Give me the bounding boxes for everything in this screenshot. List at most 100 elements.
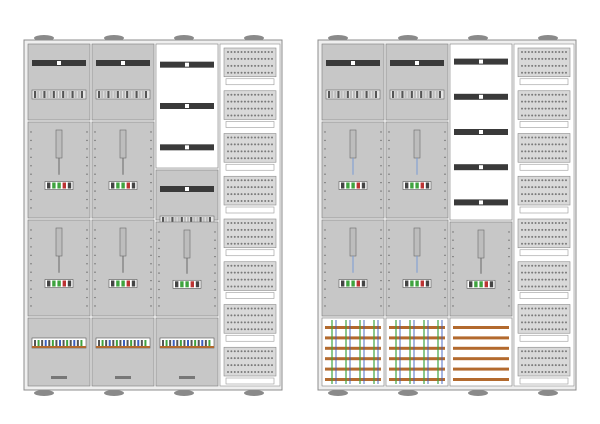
vent-hole — [257, 114, 260, 117]
mount-hole — [94, 207, 96, 209]
mount-hole — [214, 305, 216, 307]
vent-hole — [237, 64, 240, 67]
vent-hole — [247, 264, 250, 267]
busbar — [325, 357, 381, 361]
terminal — [69, 340, 72, 346]
mount-hole — [388, 237, 390, 240]
vent-hole — [230, 357, 233, 360]
vent-hole — [548, 150, 551, 153]
device-rail-field — [27, 43, 91, 121]
vent-hole — [521, 64, 523, 67]
vent-hole — [524, 136, 527, 139]
terminal-pin — [346, 280, 350, 287]
vent-hole — [554, 350, 557, 353]
terminal-field — [27, 317, 91, 387]
vent-hole — [541, 364, 544, 367]
vent-hole — [531, 114, 534, 117]
rail-clip — [185, 145, 189, 150]
vent-hole — [237, 228, 240, 231]
vent-grille — [517, 346, 571, 377]
vent-hole — [267, 371, 270, 373]
mount-hole — [388, 254, 390, 257]
vent-hole — [254, 136, 257, 139]
vent-hole — [524, 51, 527, 53]
vent-hole — [250, 235, 253, 238]
terminal — [137, 340, 140, 346]
breaker — [138, 91, 141, 98]
terminal-pin — [415, 182, 419, 189]
vent-hole — [227, 228, 229, 231]
breaker — [353, 91, 356, 98]
mount-hole — [388, 288, 390, 290]
mount-hole — [30, 229, 32, 231]
terminal-field — [91, 317, 155, 387]
breaker — [183, 217, 186, 224]
vent-hole — [257, 186, 260, 189]
mount-hole — [324, 173, 326, 175]
vent-hole — [554, 264, 557, 267]
vent-hole — [240, 57, 243, 60]
vent-hole — [260, 285, 263, 288]
vent-hole — [260, 307, 263, 310]
vent-hole — [531, 364, 534, 367]
vent-hole — [233, 357, 236, 360]
vent-hole — [233, 235, 236, 238]
vent-hole — [247, 307, 250, 310]
vent-hole — [565, 100, 567, 103]
mount-hole — [94, 139, 96, 142]
vent-hole — [561, 271, 564, 274]
mount-hole — [452, 255, 454, 258]
terminal-pin — [116, 182, 120, 189]
vent-hole — [230, 114, 233, 117]
vent-hole — [271, 150, 273, 153]
vent-hole — [260, 150, 263, 153]
vent-hole — [254, 157, 257, 160]
vent-hole — [531, 186, 534, 189]
vent-hole — [233, 364, 236, 367]
mount-hole — [380, 139, 382, 142]
vent-hole — [527, 328, 530, 331]
vent-hole — [524, 314, 527, 317]
vent-hole — [257, 364, 260, 367]
vent-hole — [558, 271, 561, 274]
vent-hole — [227, 157, 229, 160]
vent-hole — [230, 264, 233, 267]
vent-hole — [561, 114, 564, 117]
vent-hole — [544, 321, 547, 324]
breaker — [343, 91, 346, 98]
vent-hole — [271, 271, 273, 274]
vent-hole — [548, 278, 551, 281]
vent-hole — [554, 314, 557, 317]
vent-hole — [551, 143, 554, 146]
vent-hole — [240, 200, 243, 202]
vent-hole — [541, 157, 544, 160]
vent-hole — [565, 271, 567, 274]
vent-hole — [264, 264, 267, 267]
vent-hole — [554, 242, 557, 245]
vent-hole — [544, 307, 547, 310]
vent-hole — [240, 264, 243, 267]
terminal — [201, 340, 204, 346]
vent-hole — [227, 321, 229, 324]
terminal — [80, 340, 83, 346]
vent-hole — [531, 222, 534, 224]
vent-hole — [260, 235, 263, 238]
vent-hole — [271, 235, 273, 238]
mount-hole — [444, 263, 446, 265]
busbar — [453, 367, 509, 371]
terminal — [162, 340, 164, 346]
vent-hole — [230, 157, 233, 160]
vent-hole — [230, 235, 233, 238]
mount-hole — [214, 255, 216, 258]
vent-hole — [250, 228, 253, 231]
vent-hole — [233, 193, 236, 196]
vent-hole — [548, 285, 551, 288]
vent-hole — [237, 328, 240, 331]
vent-hole — [558, 307, 561, 310]
vent-hole — [544, 371, 547, 373]
vent-hole — [554, 143, 557, 146]
breaker — [46, 91, 49, 98]
meter-mount — [55, 129, 63, 159]
vent-hole — [548, 350, 551, 353]
vent-hole — [524, 357, 527, 360]
